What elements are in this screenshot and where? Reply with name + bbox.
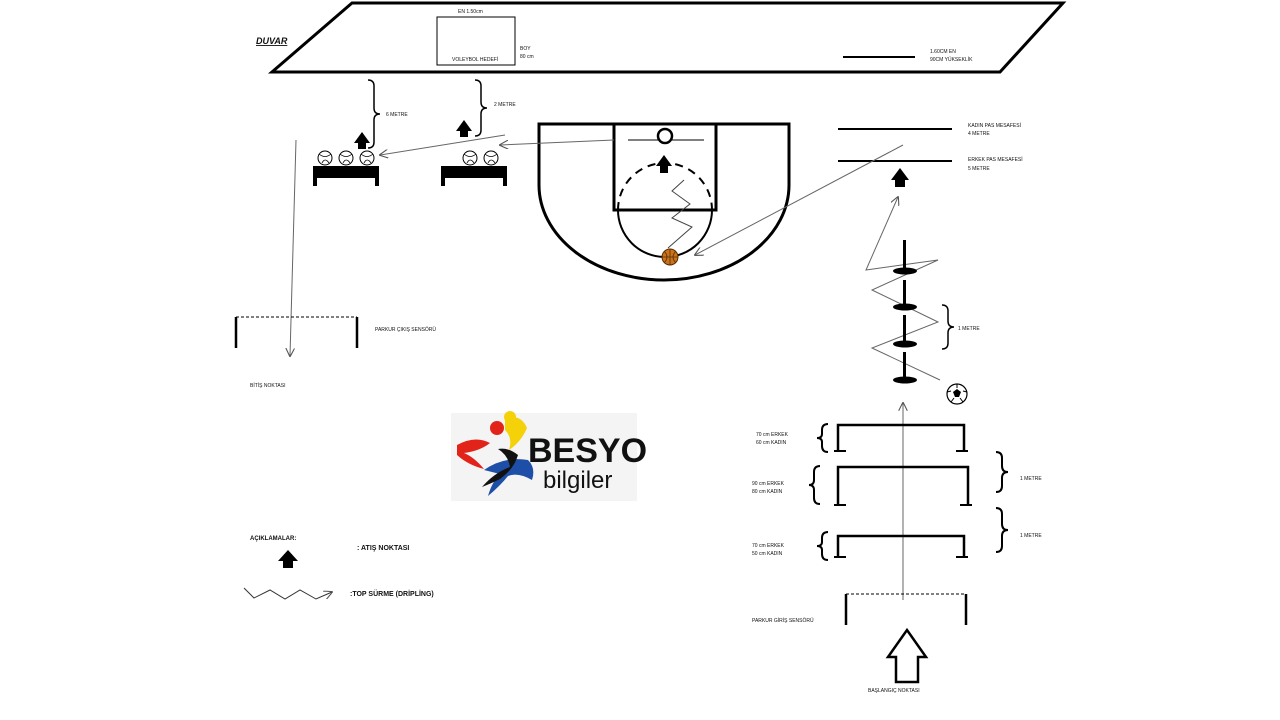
dribble-icon xyxy=(243,587,332,600)
hurdle-1 xyxy=(836,423,966,451)
hurdle-3-women-label: 50 cm KADIN xyxy=(752,551,783,557)
start-arrow-icon xyxy=(885,627,929,684)
hurdle-3-men-label: 70 cm ERKEK xyxy=(752,543,785,549)
exit-sensor-label: PARKUR ÇIKIŞ SENSÖRÜ xyxy=(375,326,436,333)
hurdle-1-men-label: 70 cm ERKEK xyxy=(756,432,789,438)
hurdles xyxy=(834,423,972,558)
height-line-label-2: 90CM YÜKSEKLİK xyxy=(930,56,973,63)
shot-point-icon xyxy=(656,155,672,173)
ball-table-left xyxy=(313,150,379,186)
hurdle-2 xyxy=(836,465,970,505)
slalom-cones xyxy=(893,240,917,384)
logo-red-figure xyxy=(457,439,490,469)
dribble-path xyxy=(667,179,693,249)
brace-two-meter xyxy=(474,79,488,137)
soccer-ball-icon xyxy=(946,383,968,405)
men-pass-label-1: ERKEK PAS MESAFESİ xyxy=(968,156,1023,163)
logo-text-bilgiler: bilgiler xyxy=(543,467,612,494)
height-line-label-1: 1.60CM EN xyxy=(930,49,956,55)
men-pass-label-2: 5 METRE xyxy=(968,166,990,172)
hurdle-braces xyxy=(808,423,1009,561)
entry-sensor xyxy=(844,593,968,625)
volleyball-icon xyxy=(462,150,499,166)
entry-sensor-label: PARKUR GİRİŞ SENSÖRÜ xyxy=(752,617,814,624)
target-height-label-1: BOY xyxy=(520,46,531,52)
logo-black-figure xyxy=(482,448,518,487)
women-pass-label-2: 4 METRE xyxy=(968,131,990,137)
women-pass-label-1: KADIN PAS MESAFESİ xyxy=(968,122,1021,129)
target-height-label-2: 80 cm xyxy=(520,54,534,60)
slalom-spacing-label: 1 METRE xyxy=(958,326,980,332)
volleyball-target xyxy=(436,16,516,66)
basketball-icon xyxy=(661,248,679,266)
wall: DUVAR EN 1.50cm VOLEYBOL HEDEFİ BOY 80 c… xyxy=(256,1,1067,74)
volleyball-icon xyxy=(317,150,375,166)
finish-point-label: BİTİŞ NOKTASI xyxy=(250,382,285,389)
shot-point-icon xyxy=(354,120,472,149)
logo-blue-figure xyxy=(484,459,534,496)
hurdle-2-women-label: 80 cm KADIN xyxy=(752,489,783,495)
hurdle-gap-1-label: 1 METRE xyxy=(1020,476,1042,482)
six-meter-label: 6 METRE xyxy=(386,112,408,118)
start-point-label: BAŞLANGIÇ NOKTASI xyxy=(868,688,920,694)
legend-shot-point: : ATIŞ NOKTASI xyxy=(357,545,409,552)
target-width-label: EN 1.50cm xyxy=(458,9,483,15)
ball-table-right xyxy=(441,150,507,186)
slalom-brace xyxy=(941,304,955,350)
exit-sensor xyxy=(234,316,359,348)
hurdle-2-men-label: 90 cm ERKEK xyxy=(752,481,785,487)
two-meter-label: 2 METRE xyxy=(494,102,516,108)
distance-braces xyxy=(367,79,488,149)
shot-point-icon xyxy=(278,550,298,568)
brace-six-meter xyxy=(367,79,381,149)
hoop xyxy=(656,127,674,145)
legend-title: AÇIKLAMALAR: xyxy=(250,536,296,542)
hurdle-1-women-label: 60 cm KADIN xyxy=(756,440,787,446)
legend-dribble: :TOP SÜRME (DRİPLİNG) xyxy=(350,589,434,598)
hurdle-3 xyxy=(836,534,966,557)
target-name-label: VOLEYBOL HEDEFİ xyxy=(452,56,498,63)
wall-label: DUVAR xyxy=(256,36,288,46)
pass-lines xyxy=(838,128,952,162)
besyo-logo: BESYO bilgiler xyxy=(451,411,647,501)
logo-yellow-figure xyxy=(505,417,527,450)
shot-point-icon xyxy=(891,168,909,187)
logo-text-besyo: BESYO xyxy=(528,432,647,470)
course-path xyxy=(290,134,941,600)
hurdle-gap-2-label: 1 METRE xyxy=(1020,533,1042,539)
legend: AÇIKLAMALAR: : ATIŞ NOKTASI :TOP SÜRME (… xyxy=(243,536,434,600)
